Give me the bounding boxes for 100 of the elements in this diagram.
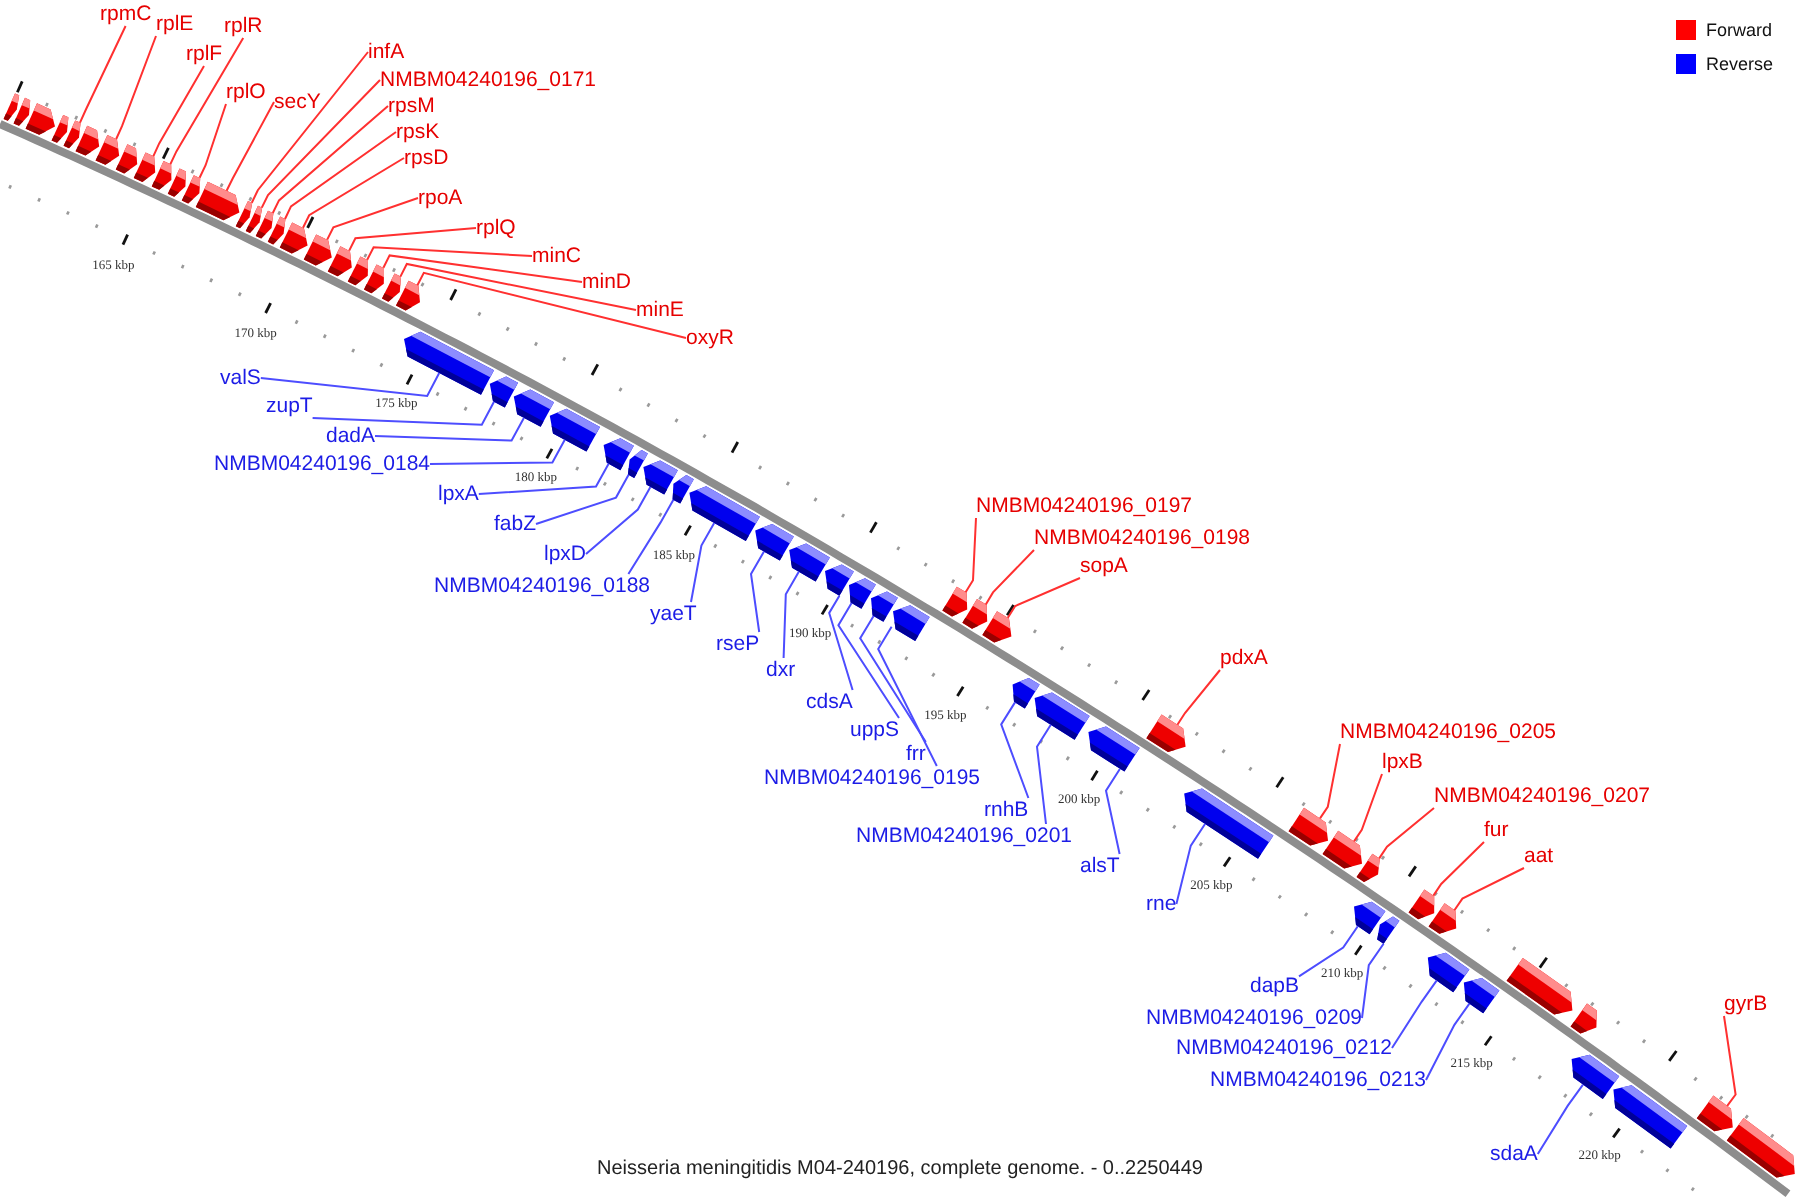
gene-block (672, 475, 694, 504)
leader-line (877, 625, 938, 767)
gene-block (603, 438, 634, 471)
leader-line (1453, 867, 1525, 912)
gene-label: rplQ (476, 216, 516, 240)
gene-label: dadA (326, 424, 376, 448)
gene-block (364, 264, 384, 294)
gene-label: rne (1146, 892, 1177, 916)
gene-block (1408, 889, 1435, 920)
leader-line (984, 549, 1035, 606)
leader-line (964, 517, 977, 594)
gene-label: sdaA (1490, 1142, 1538, 1166)
gene-label: frr (906, 742, 926, 766)
leader-line (1536, 1083, 1584, 1155)
leader-line (225, 101, 275, 192)
gene-label: zupT (266, 394, 313, 418)
gene-block (303, 234, 332, 266)
gene-label: NMBM04240196_0184 (214, 452, 430, 476)
gene-block (628, 450, 648, 478)
gene-block (1184, 788, 1274, 859)
leader-line (1175, 822, 1207, 905)
leader-line (259, 372, 441, 398)
legend-label: Forward (1706, 19, 1773, 41)
gene-block (327, 246, 352, 277)
leader-line (782, 570, 800, 659)
leader-line (585, 486, 652, 555)
gene-label: pdxA (1220, 646, 1268, 670)
leader-line (690, 522, 716, 603)
leader-line (284, 131, 397, 220)
gene-block (1288, 807, 1328, 846)
gene-label: dxr (766, 658, 796, 682)
gene-label: alsT (1080, 854, 1120, 878)
gene-label: cdsA (806, 690, 853, 714)
gene-block (789, 543, 830, 582)
gene-block (1356, 853, 1380, 882)
gene-block (513, 389, 554, 427)
leader-line (169, 37, 245, 166)
gene-block (279, 222, 308, 254)
gene-label: minD (582, 270, 632, 294)
gene-label: rpsM (388, 94, 435, 118)
gene-block (1696, 1095, 1733, 1132)
leader-line (859, 615, 927, 743)
gene-label: rplE (156, 12, 194, 36)
gene-block (181, 175, 201, 204)
gene-block (25, 103, 55, 135)
gene-block (893, 605, 930, 641)
gene-label: rplO (226, 80, 266, 104)
gene-label: yaeT (650, 602, 697, 626)
leader-line (416, 271, 687, 339)
leader-line (1723, 1015, 1737, 1107)
leader-line (828, 594, 854, 691)
leader-line (1378, 807, 1435, 860)
leader-line (366, 246, 533, 261)
gene-block (825, 564, 854, 596)
leader-line (1298, 925, 1359, 978)
gene-label: minE (636, 298, 684, 322)
gene-label: NMBM04240196_0205 (1340, 720, 1556, 744)
leader-line (198, 103, 227, 179)
gene-label: gyrB (1724, 992, 1768, 1016)
gene-label: infA (368, 40, 405, 64)
gene-block (151, 161, 172, 190)
gene-block (3, 93, 20, 121)
gene-label: secY (274, 90, 321, 114)
leader-line (79, 25, 127, 124)
gene-block (404, 331, 494, 395)
gene-block (689, 486, 760, 541)
gene-block (1428, 903, 1457, 934)
gene-label: rseP (716, 632, 760, 656)
gene-block (849, 578, 876, 609)
gene-label: rnhB (984, 798, 1029, 822)
gene-label: fur (1484, 818, 1509, 842)
gene-block (382, 273, 401, 302)
gene-block (133, 152, 156, 182)
leader-line (152, 65, 205, 158)
gene-block (1322, 830, 1362, 869)
leader-line (1353, 773, 1383, 843)
leader-line (1035, 723, 1052, 825)
gene-block (115, 144, 138, 174)
gene-label: aat (1524, 844, 1554, 868)
caption: Neisseria meningitidis M04-240196, complete genome. - 0..2250449 (597, 1158, 1203, 1182)
gene-label: NMBM04240196_0201 (856, 824, 1072, 848)
gene-label: NMBM04240196_0197 (976, 494, 1192, 518)
gene-label: fabZ (494, 512, 537, 536)
leader-line (749, 550, 765, 633)
leader-line (374, 416, 525, 442)
gene-block (95, 135, 120, 165)
gene-block (1726, 1118, 1795, 1178)
gene-label: minC (532, 244, 582, 268)
gene-label: rpsK (396, 120, 440, 144)
gene-label: NMBM04240196_0207 (1434, 784, 1650, 808)
leader-line (260, 79, 381, 209)
leader-line (1361, 942, 1385, 1019)
gene-block (1354, 901, 1386, 935)
gene-block (1571, 1054, 1620, 1099)
gene-label: NMBM04240196_0212 (1176, 1036, 1392, 1060)
gene-label: rplR (224, 14, 263, 38)
gene-label: valS (220, 366, 261, 390)
gene-block (942, 586, 968, 617)
leader-line (382, 254, 583, 283)
gene-block (1088, 726, 1140, 772)
